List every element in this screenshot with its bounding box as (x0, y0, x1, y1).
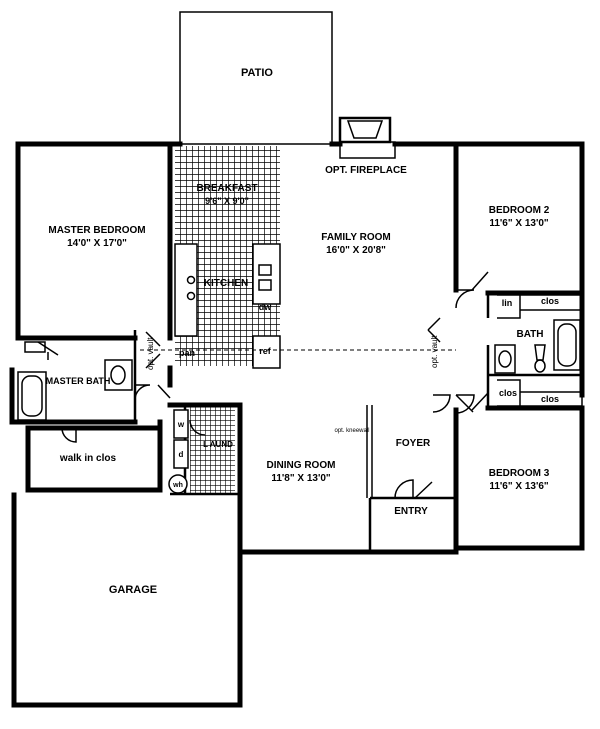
master-bath-fixtures (17, 341, 133, 421)
dryer-label: d (179, 450, 184, 459)
room-labels: PATIO OPT. FIREPLACE BREAKFAST 9'6" X 9'… (46, 67, 559, 596)
door-swings (61, 271, 489, 499)
foyer-label: FOYER (396, 438, 431, 449)
opt-kneewall-label: opt. kneewall (334, 428, 369, 434)
walls (9, 141, 585, 708)
bedroom-2-label: BEDROOM 2 (489, 205, 550, 216)
breakfast-dim: 9'6" X 9'0" (205, 196, 249, 206)
dw-label: dw (259, 302, 272, 312)
dining-room-label: DINING ROOM (267, 460, 336, 471)
breakfast-label: BREAKFAST (196, 183, 257, 194)
fireplace-label: OPT. FIREPLACE (325, 165, 407, 176)
washer-label: w (177, 420, 185, 429)
family-room-dim: 16'0" X 20'8" (326, 245, 386, 256)
hall-closet-label: clos (499, 388, 517, 398)
laundry-appliances (168, 409, 189, 494)
bedroom-3-dim: 11'6" X 13'6" (489, 481, 549, 492)
bedroom-3-closet-label: clos (541, 394, 559, 404)
laundry-label: L AUND (203, 440, 233, 449)
bedroom-2-dim: 11'6" X 13'0" (489, 218, 549, 229)
hall-bath-fixtures (494, 319, 581, 374)
pantry-label: pan (179, 348, 195, 358)
kitchen-label: KITCHEN (204, 278, 248, 289)
hall-bath-label: BATH (516, 329, 543, 340)
master-bath-label: MASTER BATH (46, 376, 111, 386)
opt-vault-left-label: opt. vault (146, 337, 155, 370)
dining-room-dim: 11'8" X 13'0" (271, 473, 331, 484)
water-heater-label: wh (172, 482, 183, 489)
patio-label: PATIO (241, 67, 273, 79)
family-room-label: FAMILY ROOM (321, 232, 390, 243)
opt-vault-right-label: opt. vault (430, 335, 439, 368)
laundry-tile-floor (190, 406, 235, 494)
entry-label: ENTRY (394, 506, 428, 517)
patio (179, 11, 333, 145)
linen-label: lin (502, 298, 513, 308)
garage-label: GARAGE (109, 584, 157, 596)
fireplace-symbol (338, 116, 396, 159)
bedroom-2-closet-label: clos (541, 296, 559, 306)
master-bedroom-dim: 14'0" X 17'0" (67, 238, 127, 249)
master-bedroom-label: MASTER BEDROOM (48, 225, 145, 236)
kitchen-counters (174, 243, 281, 369)
bedroom-3-label: BEDROOM 3 (489, 468, 550, 479)
ref-label: ref (259, 346, 272, 356)
walk-in-closet-label: walk in clos (59, 453, 117, 464)
